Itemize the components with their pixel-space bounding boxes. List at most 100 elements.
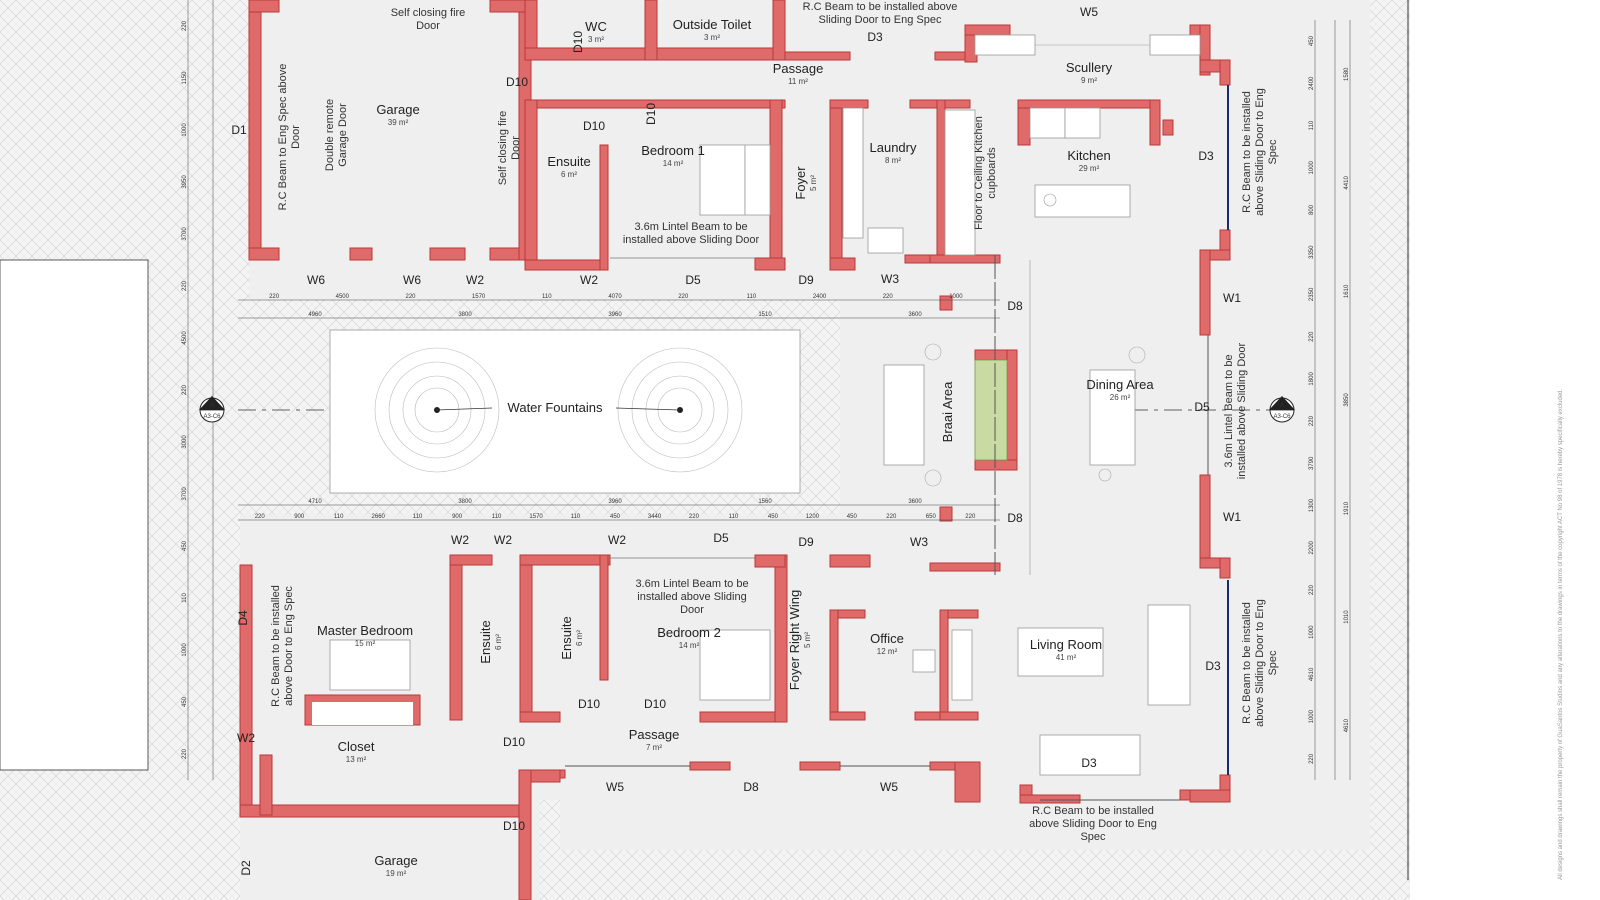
dimension-value: 1000	[182, 123, 188, 137]
dimension-value: 800	[1309, 204, 1315, 215]
room-area: 29 m²	[1079, 164, 1100, 173]
room-bedroom2: Bedroom 214 m²	[657, 625, 721, 650]
opening-code-d5-right: D5	[1194, 400, 1210, 414]
opening-code-d10-d: D10	[644, 103, 658, 125]
opening-code-d10-c: D10	[583, 119, 605, 133]
opening-code-w1-top: W1	[1223, 291, 1241, 305]
dimension-value: 110	[492, 514, 502, 520]
note-line: 3.6m Lintel Beam to be	[1223, 354, 1235, 467]
dimension-value: 110	[413, 514, 423, 520]
section-marker-right: A A3-C6	[1269, 396, 1295, 423]
note-line: Spec	[1267, 139, 1279, 165]
dimension-value: 220	[182, 280, 188, 291]
section-letter-right: A	[1280, 403, 1284, 409]
dimension-value: 2400	[813, 294, 827, 300]
opening-code-d2: D2	[239, 860, 253, 876]
dimension-value: 220	[182, 20, 188, 31]
dimension-value: 220	[1309, 584, 1315, 595]
opening-code-d1: D1	[231, 123, 247, 137]
opening-code-d4: D4	[236, 610, 250, 626]
opening-code-d10-h: D10	[503, 819, 525, 833]
section-letter-left: A	[210, 403, 214, 409]
opening-code-w2-e: W2	[608, 533, 626, 547]
dimension-value: 1000	[1309, 709, 1315, 723]
dimension-value: 3790	[1309, 456, 1315, 470]
dimension-value: 2400	[1309, 76, 1315, 90]
dimension-value: 3950	[182, 175, 188, 189]
room-braai: Braai Area	[940, 381, 955, 442]
note-line: above Sliding Door to Eng	[1029, 818, 1157, 830]
dimension-value: 220	[883, 294, 894, 300]
dimension-value: 3440	[648, 514, 662, 520]
room-name: Passage	[773, 61, 824, 76]
walls	[239, 0, 1231, 900]
note-line: installed above Sliding Door	[1236, 342, 1248, 479]
dimension-value: 220	[1309, 753, 1315, 764]
room-area: 19 m²	[386, 869, 407, 878]
note-line: 3.6m Lintel Beam to be	[634, 221, 747, 233]
room-area: 3 m²	[588, 35, 604, 44]
dimension-value: 110	[542, 294, 552, 300]
dimension-value: 450	[610, 514, 621, 520]
dimension-value: 110	[729, 514, 739, 520]
section-marker-left: A A3-C6	[199, 396, 225, 423]
dimension-lines	[187, 0, 1351, 780]
room-name: Office	[870, 631, 904, 646]
room-name: Passage	[629, 727, 680, 742]
room-area: 13 m²	[346, 755, 367, 764]
note-line: above Door to Eng Spec	[283, 586, 295, 706]
opening-code-d3-living: D3	[1081, 756, 1097, 770]
note-line: Garage Door	[337, 103, 349, 167]
dimension-value: 4070	[608, 294, 622, 300]
room-name: Garage	[374, 853, 417, 868]
opening-code-w2-a: W2	[466, 273, 484, 287]
opening-code-d8-passage: D8	[743, 780, 759, 794]
dimension-value: 1510	[758, 312, 772, 318]
opening-code-w2-c: W2	[451, 533, 469, 547]
room-name: Closet	[338, 739, 375, 754]
opening-code-w6-a: W6	[307, 273, 325, 287]
dimension-value: 2350	[1309, 287, 1315, 301]
dimension-value: 3000	[182, 435, 188, 449]
opening-code-w6-b: W6	[403, 273, 421, 287]
note-line: Double remote	[324, 99, 336, 171]
room-name: Ensuite	[559, 616, 574, 659]
opening-code-d3-right-top: D3	[1198, 149, 1214, 163]
room-area: 6 m²	[494, 634, 503, 650]
opening-code-d10-a: D10	[506, 75, 528, 89]
note-line: installed above Sliding	[637, 591, 746, 603]
dimension-value: 110	[1309, 120, 1315, 130]
opening-code-d10-f: D10	[644, 697, 666, 711]
dimension-value: 650	[926, 514, 937, 520]
room-area: 39 m²	[388, 118, 409, 127]
room-name: Dining Area	[1086, 377, 1154, 392]
dimension-value: 4710	[308, 499, 322, 505]
dimension-value: 450	[847, 514, 858, 520]
dimension-value: 220	[965, 514, 976, 520]
note-line: Spec	[1080, 831, 1106, 843]
dimension-value: 4960	[308, 312, 322, 318]
dimension-value: 110	[182, 593, 188, 603]
note-line: Self closing fire	[497, 111, 509, 186]
room-area: 8 m²	[885, 156, 901, 165]
room-bedroom1: Bedroom 114 m²	[641, 143, 705, 168]
dimension-value: 4410	[1344, 176, 1350, 190]
opening-code-w5-a: W5	[606, 780, 624, 794]
room-area: 5 m²	[809, 175, 818, 191]
